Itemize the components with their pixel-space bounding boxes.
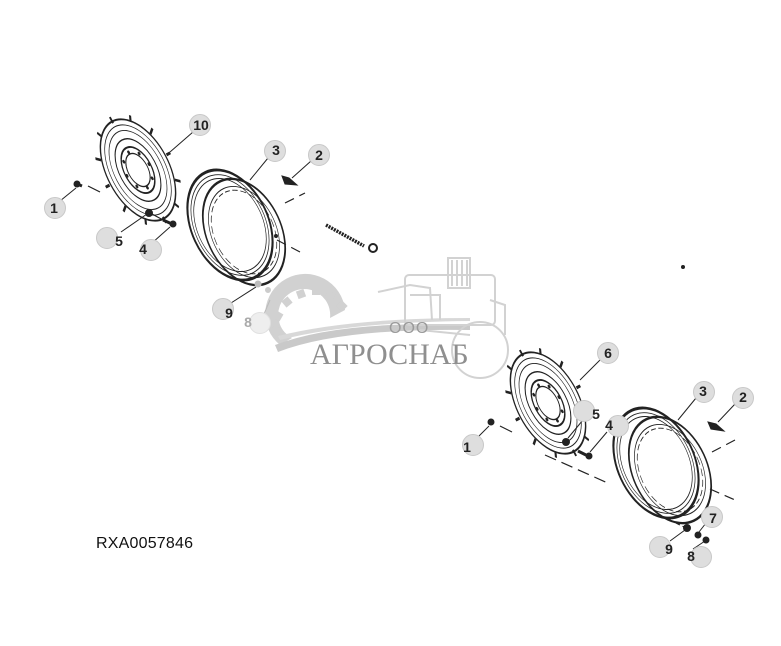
callout-bubble — [212, 298, 234, 320]
callout-bubble — [693, 381, 715, 403]
callout-label: 6 — [604, 345, 612, 361]
callout-label: 4 — [605, 417, 613, 433]
figure-id: RXA0057846 — [96, 535, 194, 552]
callout-bubble — [573, 400, 595, 422]
callout-bubble — [732, 387, 754, 409]
callout-label: 1 — [50, 200, 58, 216]
callout-bubble — [189, 114, 211, 136]
callout-label: 9 — [665, 541, 673, 557]
callout-label: 3 — [272, 142, 280, 158]
callout-bubble — [701, 506, 723, 528]
callout-bubble — [462, 434, 484, 456]
callout-label: 10 — [193, 117, 209, 133]
watermark-prefix: ООО — [389, 320, 430, 337]
gear-icon — [265, 273, 348, 345]
callout-bubble — [308, 144, 330, 166]
callout-bubble — [690, 546, 712, 568]
callout-label: 9 — [225, 305, 233, 321]
assembly-axis-lower — [499, 425, 736, 528]
callout-bubble — [44, 197, 66, 219]
callout-label: 3 — [699, 383, 707, 399]
assembly-axis-upper — [87, 185, 306, 253]
callout-label: 1 — [463, 439, 471, 455]
watermark-company-name: АГРОСНАБ — [310, 338, 469, 371]
callout-bubble — [96, 227, 118, 249]
rim-upper — [186, 168, 287, 287]
wheel-disc-upper — [95, 114, 181, 226]
fasteners-upper — [73, 175, 378, 293]
callout-label: 4 — [139, 241, 147, 257]
callout-bubble — [597, 342, 619, 364]
callout-label: 5 — [115, 233, 123, 249]
fasteners-lower — [487, 265, 726, 544]
callout-label: 2 — [739, 389, 747, 405]
callout-bubble — [264, 140, 286, 162]
watermark-logo — [265, 257, 509, 379]
combine-harvester-icon — [377, 257, 509, 379]
callout-bubble — [649, 536, 671, 558]
callout-label: 8 — [244, 314, 252, 330]
callout-label: 7 — [709, 510, 717, 526]
callout-bubble — [607, 415, 629, 437]
callout-bubble — [249, 312, 271, 334]
callout-label: 2 — [315, 147, 323, 163]
callout-label: 8 — [687, 548, 695, 564]
callout-bubble — [140, 239, 162, 261]
callout-label: 5 — [592, 406, 600, 422]
